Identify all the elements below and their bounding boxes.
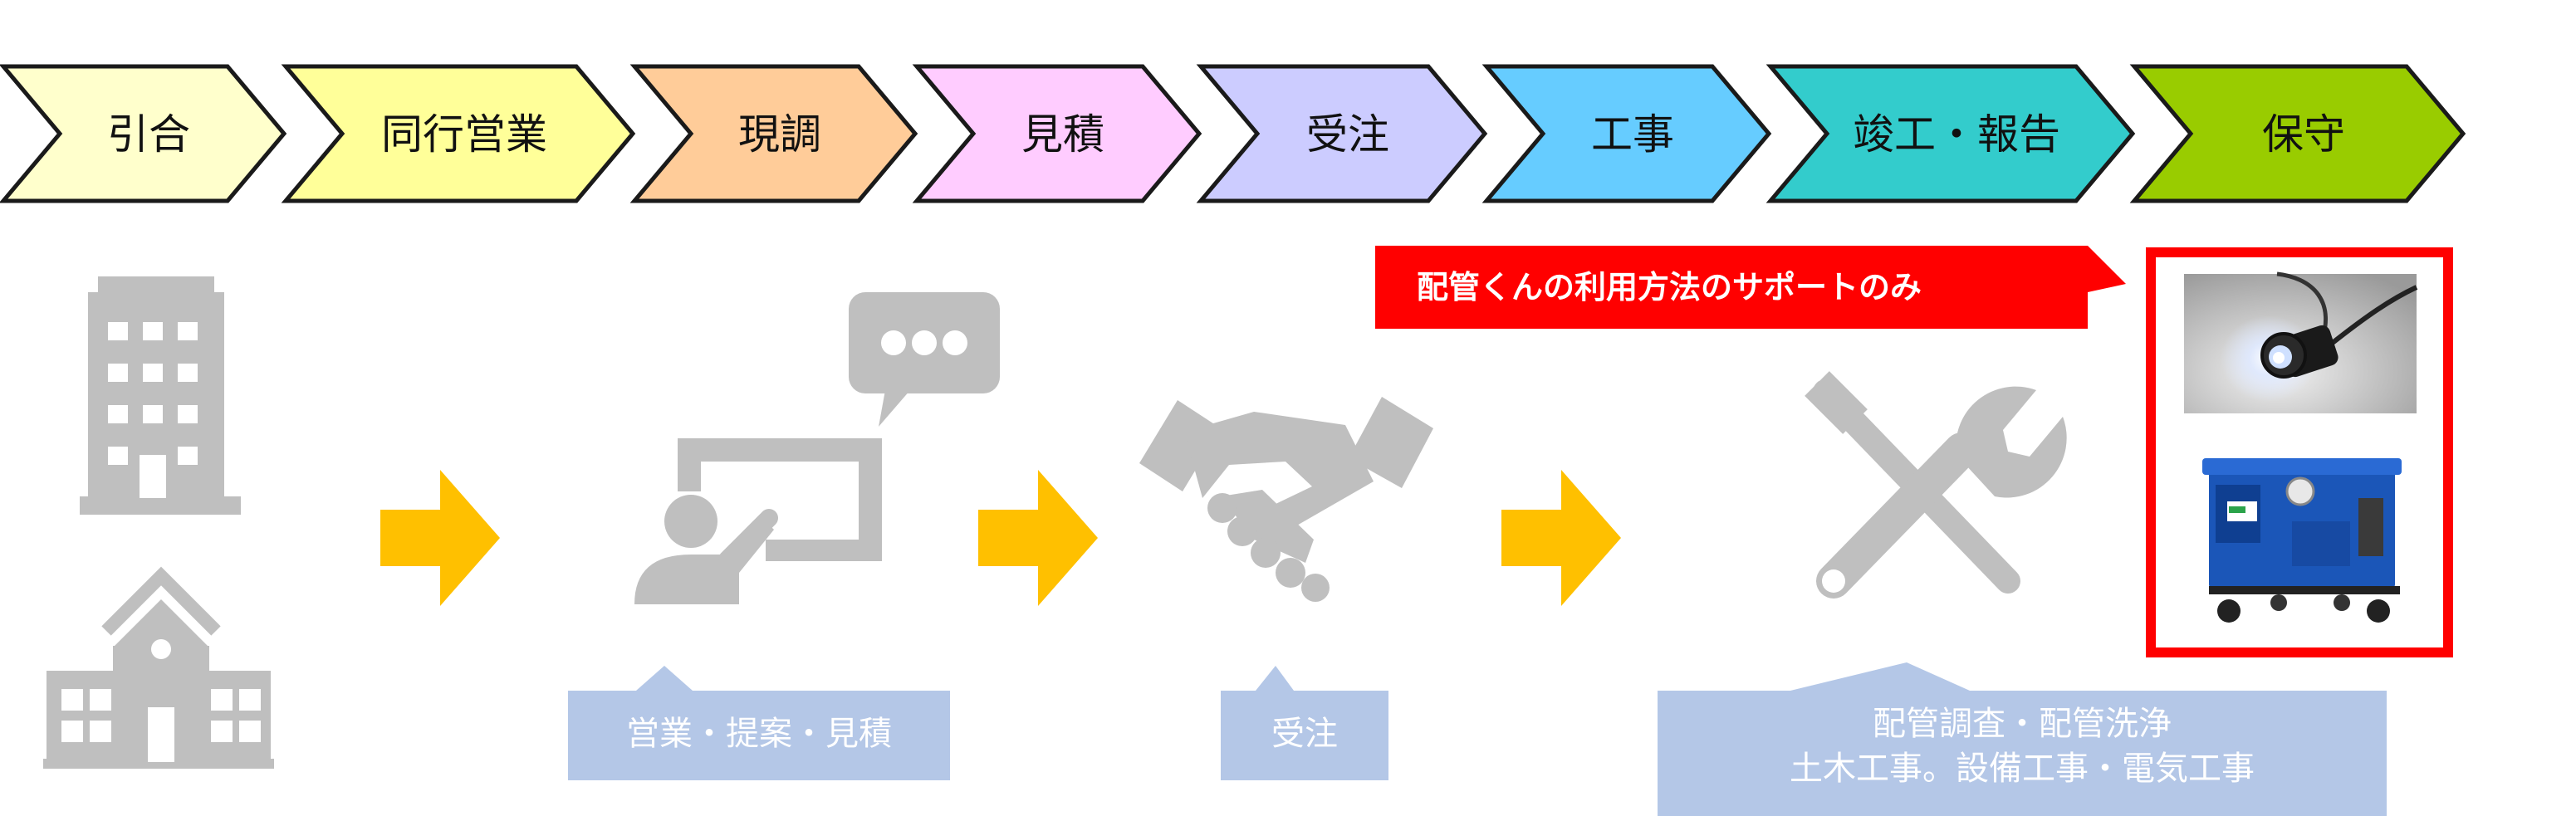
process-step-shape	[0, 64, 287, 203]
equipment-frame	[2146, 247, 2453, 657]
process-step-shape	[2129, 64, 2466, 203]
support-callout	[1375, 246, 2126, 329]
work-box-text-line2: 土木工事。設備工事・電気工事	[1790, 750, 2255, 788]
process-step-label: 見積	[1021, 110, 1104, 159]
work-box-text-line1: 配管調査・配管洗浄	[1873, 705, 2172, 743]
process-step-label: 受注	[1306, 110, 1389, 159]
pipe-camera-photo	[2184, 271, 2418, 413]
process-flow: 引合 同行営業 現調 見積 受注 工事 竣工・報告 保守	[0, 64, 2466, 203]
process-step-4: 見積	[912, 64, 1202, 203]
process-step-7: 竣工・報告	[1765, 64, 2136, 203]
process-step-shape	[1196, 64, 1488, 203]
handshake-icon	[1139, 397, 1433, 602]
work-box	[1658, 662, 2387, 816]
process-step-3: 現調	[629, 64, 918, 203]
office-building-icon	[80, 276, 241, 515]
flow-arrow-3	[1501, 470, 1621, 606]
sales-box	[568, 666, 950, 780]
flow-arrow-2	[978, 470, 1098, 606]
pressure-washer-photo	[2184, 432, 2425, 639]
process-step-shape	[912, 64, 1202, 203]
process-step-label: 引合	[107, 110, 190, 159]
school-building-icon	[43, 566, 274, 769]
order-box-text: 受注	[1271, 715, 1338, 753]
process-step-8: 保守	[2129, 64, 2466, 203]
support-callout-text: 配管くんの利用方法のサポートのみ	[1417, 269, 1922, 305]
process-step-6: 工事	[1481, 64, 1772, 203]
process-step-1: 引合	[0, 64, 287, 203]
process-step-label: 保守	[2262, 110, 2345, 159]
process-step-label: 現調	[738, 110, 821, 159]
process-step-shape	[1765, 64, 2136, 203]
presentation-icon	[634, 292, 1000, 604]
flow-arrow-1	[380, 470, 500, 606]
order-box	[1221, 666, 1388, 780]
tools-icon	[1805, 371, 2067, 599]
process-step-label: 同行営業	[381, 110, 547, 159]
process-step-shape	[629, 64, 918, 203]
process-step-label: 工事	[1591, 110, 1674, 159]
process-step-label: 竣工・報告	[1853, 110, 2060, 159]
process-step-2: 同行営業	[281, 64, 636, 203]
process-step-5: 受注	[1196, 64, 1488, 203]
process-step-shape	[281, 64, 636, 203]
process-step-shape	[1481, 64, 1772, 203]
sales-box-text: 営業・提案・見積	[626, 715, 892, 753]
